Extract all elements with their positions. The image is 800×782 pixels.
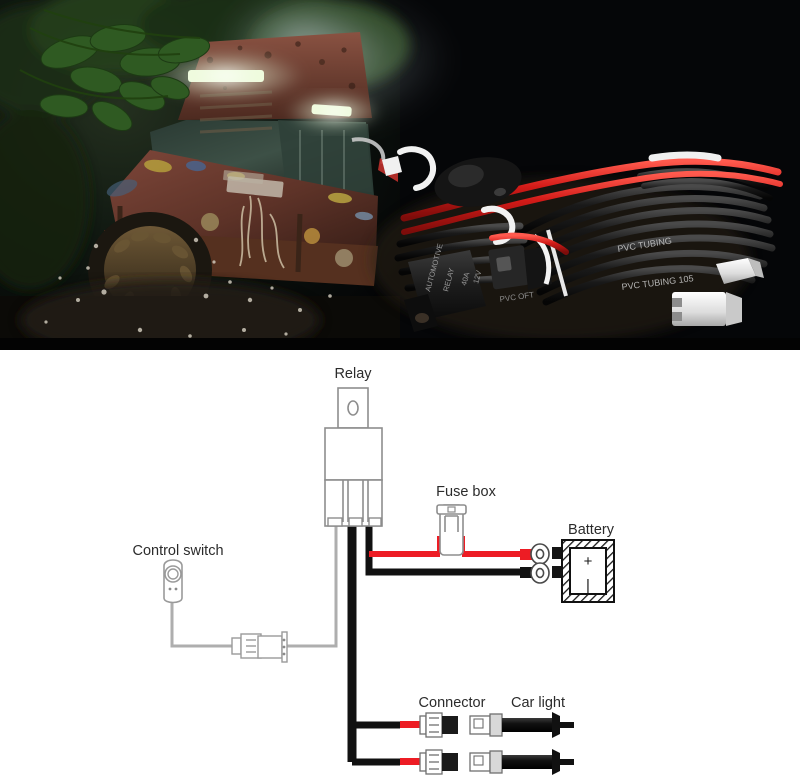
control-switch-component: Control switch bbox=[132, 543, 224, 604]
white-clip-3 bbox=[481, 205, 516, 245]
car-light-flange-2 bbox=[552, 749, 560, 775]
ring-terminal-negative-wire bbox=[520, 567, 537, 578]
relay-mount-tab bbox=[337, 387, 369, 429]
control-switch-label: Control switch bbox=[132, 543, 223, 559]
white-clip-1 bbox=[397, 146, 436, 191]
winch-rope bbox=[239, 195, 285, 269]
wiring-diagram: Relay Fuse box bbox=[0, 350, 800, 782]
control-switch-led-1 bbox=[168, 587, 172, 591]
connector-shell-2 bbox=[442, 753, 458, 771]
wiring-harness-product: PVC TUBING PVC TUBING 105 bbox=[370, 146, 783, 342]
harness-relay bbox=[488, 245, 552, 290]
led-light-bar-side bbox=[286, 92, 382, 132]
harness-fuse-holder: AUTOMOTIVE RELAY 40A 12V bbox=[404, 242, 486, 332]
harness-connector-2 bbox=[672, 292, 742, 326]
car-light-flange-1 bbox=[552, 712, 560, 738]
car-light-tip-2 bbox=[560, 759, 574, 765]
product-photo: PVC TUBING PVC TUBING 105 bbox=[0, 0, 800, 350]
connector-pigtail-2 bbox=[400, 758, 422, 765]
connector-label: Connector bbox=[419, 695, 486, 711]
battery-inner bbox=[569, 547, 607, 595]
battery-label: Battery bbox=[568, 522, 615, 538]
control-switch-button-inner bbox=[167, 568, 179, 580]
relay-text-volts: 12V bbox=[471, 269, 483, 284]
aux-light-left bbox=[201, 213, 219, 231]
relay-component: Relay bbox=[324, 366, 383, 527]
car-light-label: Car light bbox=[511, 695, 565, 711]
fuse-box-label: Fuse box bbox=[436, 484, 496, 500]
relay-label: Relay bbox=[334, 366, 372, 382]
connector-pigtail-1 bbox=[400, 721, 422, 728]
control-switch-wire bbox=[170, 526, 338, 648]
harness-connector-1 bbox=[716, 258, 764, 284]
switch-inline-connector bbox=[231, 631, 288, 663]
relay-upper-body bbox=[324, 427, 383, 481]
foliage-foreground bbox=[19, 9, 211, 132]
negative-wire-path bbox=[347, 526, 520, 766]
battery-negative-symbol: | bbox=[586, 577, 590, 594]
connector-shell-1 bbox=[442, 716, 458, 734]
connector-car-light-row-1 bbox=[400, 712, 574, 738]
ring-terminal-positive-wire bbox=[520, 549, 537, 560]
fuse-element-icon bbox=[444, 515, 459, 532]
white-clip-2 bbox=[382, 156, 402, 176]
battery-positive-symbol: + bbox=[584, 553, 593, 570]
relay-text-amps: 40A bbox=[459, 271, 471, 286]
car-light-barrel-1 bbox=[502, 718, 552, 732]
control-switch-led-2 bbox=[174, 587, 178, 591]
battery-component: Battery + | bbox=[520, 522, 615, 603]
harness-rocker-switch bbox=[434, 157, 522, 207]
relay-mount-hole bbox=[347, 400, 359, 416]
fuse-box-component: Fuse box bbox=[436, 484, 497, 556]
car-light-tip-1 bbox=[560, 722, 574, 728]
aux-light-right bbox=[304, 228, 320, 244]
car-light-barrel-2 bbox=[502, 755, 552, 769]
connector-car-light-row-2 bbox=[400, 749, 574, 775]
